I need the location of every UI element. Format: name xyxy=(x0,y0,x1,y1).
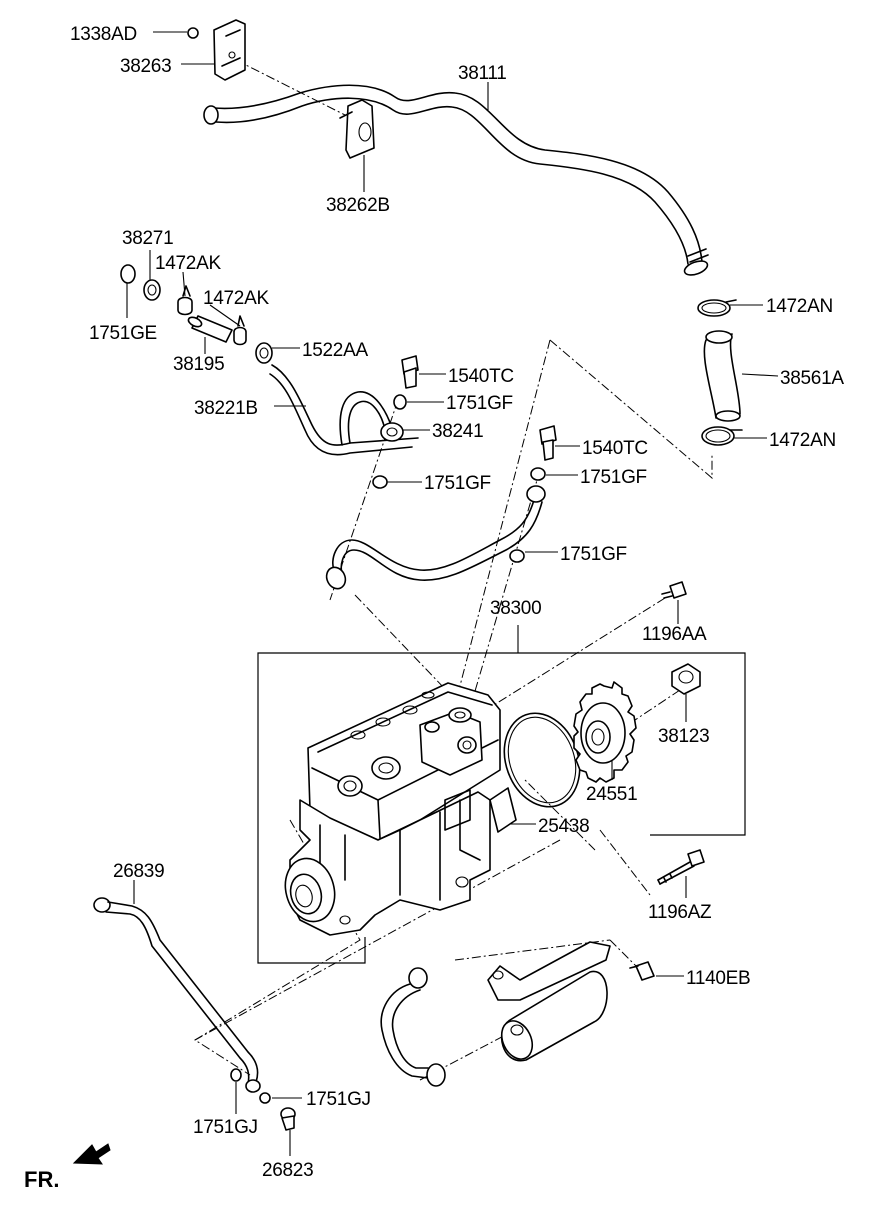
washer-1751ge xyxy=(120,264,136,284)
label-25438: 25438 xyxy=(538,816,589,837)
bolt-1140eb xyxy=(629,961,655,981)
label-38300: 38300 xyxy=(490,598,541,619)
clip-nut xyxy=(187,27,199,39)
washer-1751gj-b xyxy=(259,1092,271,1104)
label-1196az: 1196AZ xyxy=(648,902,712,923)
label-1472ak-b: 1472AK xyxy=(203,288,269,309)
label-26839: 26839 xyxy=(113,861,164,882)
hose-clamp-1472an-a xyxy=(697,299,737,317)
label-1751gf-c: 1751GF xyxy=(424,473,491,494)
washer-1751gf-c xyxy=(530,467,546,481)
label-24551: 24551 xyxy=(586,784,637,805)
front-label: FR. xyxy=(24,1167,59,1192)
spacer-plate xyxy=(489,787,517,833)
part-number-labels: 1338AD 38263 38111 38262B 38271 1472AK 1… xyxy=(70,24,845,1181)
label-1751gj-a: 1751GJ xyxy=(193,1117,258,1138)
label-1140eb: 1140EB xyxy=(686,968,750,989)
assembly-guide-lines xyxy=(194,59,713,1081)
plug-26823 xyxy=(280,1107,296,1131)
fuel-injection-pump xyxy=(284,682,501,936)
label-38221b: 38221B xyxy=(194,398,258,419)
label-38271: 38271 xyxy=(122,228,173,249)
fuel-hose-38561a xyxy=(703,330,741,422)
washer-1751gj-a xyxy=(230,1068,242,1082)
label-38263: 38263 xyxy=(120,56,171,77)
label-38111: 38111 xyxy=(458,63,507,84)
label-1751gf-a: 1751GF xyxy=(446,393,513,414)
label-26823: 26823 xyxy=(262,1160,313,1181)
pump-assembly-frame xyxy=(257,652,746,964)
label-1472an-a: 1472AN xyxy=(766,296,833,317)
label-1540tc-b: 1540TC xyxy=(582,438,648,459)
label-1196aa: 1196AA xyxy=(642,624,707,645)
label-1522aa: 1522AA xyxy=(302,340,368,361)
label-38561a: 38561A xyxy=(780,368,844,389)
label-1751gf-d: 1751GF xyxy=(560,544,627,565)
label-1751gf-b: 1751GF xyxy=(580,467,647,488)
label-1751ge: 1751GE xyxy=(89,323,157,344)
drive-gear-24551 xyxy=(573,681,637,783)
fuel-filter xyxy=(487,941,611,1062)
leader-lines xyxy=(126,31,779,1156)
union-1522aa xyxy=(255,342,273,364)
high-pressure-pipe xyxy=(325,485,546,590)
banjo-fitting-38241 xyxy=(380,422,404,442)
hose-38195 xyxy=(187,315,233,343)
plug-38271 xyxy=(143,279,161,301)
label-38262b: 38262B xyxy=(326,195,390,216)
hose-clamp-1472ak-b xyxy=(233,315,247,346)
front-direction-marker: FR. xyxy=(24,1143,111,1192)
hose-clamp-1472ak-a xyxy=(177,285,193,316)
label-1338ad: 1338AD xyxy=(70,24,137,45)
washer-1751gf-d xyxy=(509,549,525,563)
label-38241: 38241 xyxy=(432,421,483,442)
washer-1751gf-b xyxy=(372,475,388,489)
label-38195: 38195 xyxy=(173,354,224,375)
banjo-bolt-1540tc-b xyxy=(539,425,557,461)
forward-arrow-icon xyxy=(72,1143,111,1165)
label-1472ak-a: 1472AK xyxy=(155,253,221,274)
overflow-pipe xyxy=(269,364,419,456)
label-1472an-b: 1472AN xyxy=(769,430,836,451)
bolt-1196az xyxy=(657,849,705,885)
filter-fuel-line xyxy=(380,967,446,1087)
label-1540tc-a: 1540TC xyxy=(448,366,514,387)
pipe-clip-upper xyxy=(213,19,246,81)
label-1751gj-b: 1751GJ xyxy=(306,1089,371,1110)
banjo-bolt-1540tc-a xyxy=(401,355,419,389)
nut-38123 xyxy=(671,663,701,695)
hose-clamp-1472an-b xyxy=(701,426,743,446)
bolt-1196aa xyxy=(661,581,687,599)
pipe-bracket xyxy=(339,99,375,159)
fuel-return-pipe xyxy=(203,84,709,276)
label-38123: 38123 xyxy=(658,726,709,747)
washer-1751gf-a xyxy=(393,394,407,410)
drain-pipe-26839 xyxy=(93,897,261,1093)
